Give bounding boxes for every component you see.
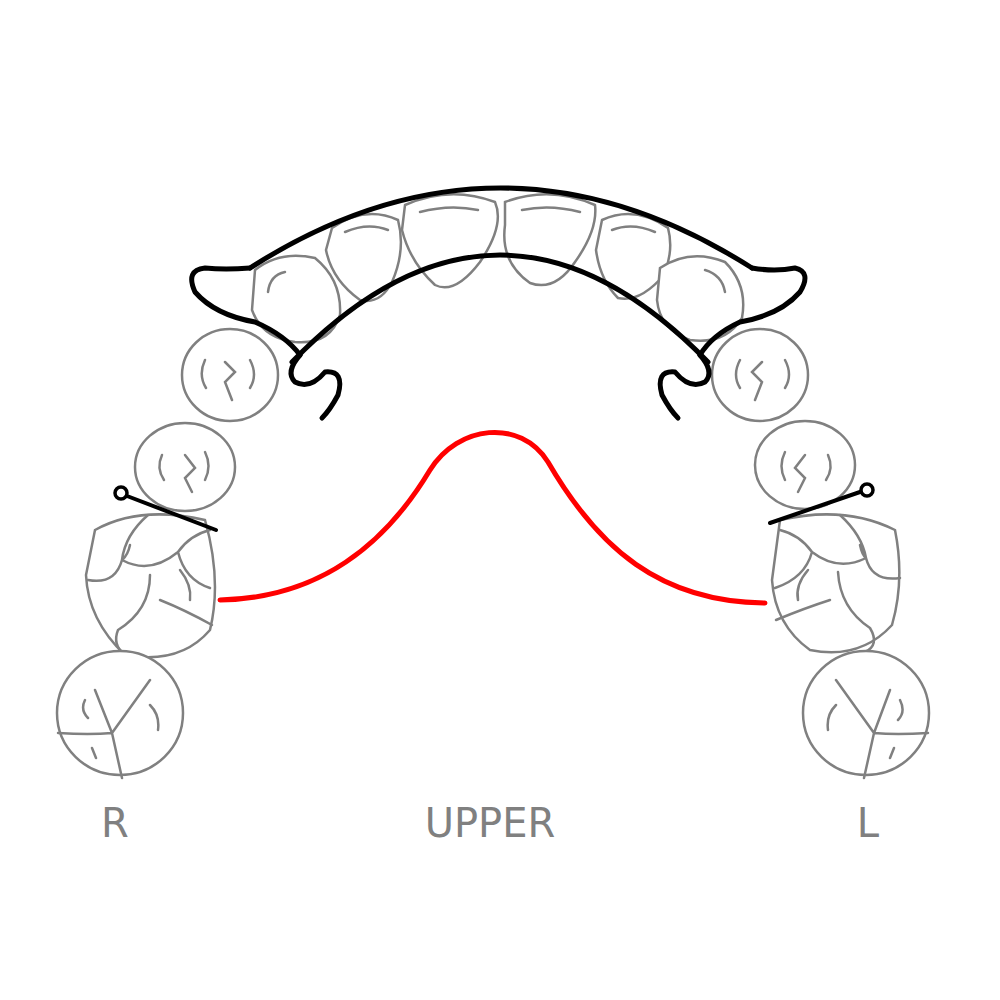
- incisors: [326, 194, 670, 301]
- side-label: R: [101, 803, 129, 843]
- clasps: [115, 484, 873, 530]
- palatal-wire: [220, 432, 765, 603]
- premolars: [135, 329, 855, 511]
- side-label: L: [857, 803, 879, 843]
- labial-bow: [192, 188, 805, 418]
- side-label: UPPER: [425, 803, 556, 843]
- first-molars: [86, 514, 900, 657]
- second-molars: [57, 651, 929, 778]
